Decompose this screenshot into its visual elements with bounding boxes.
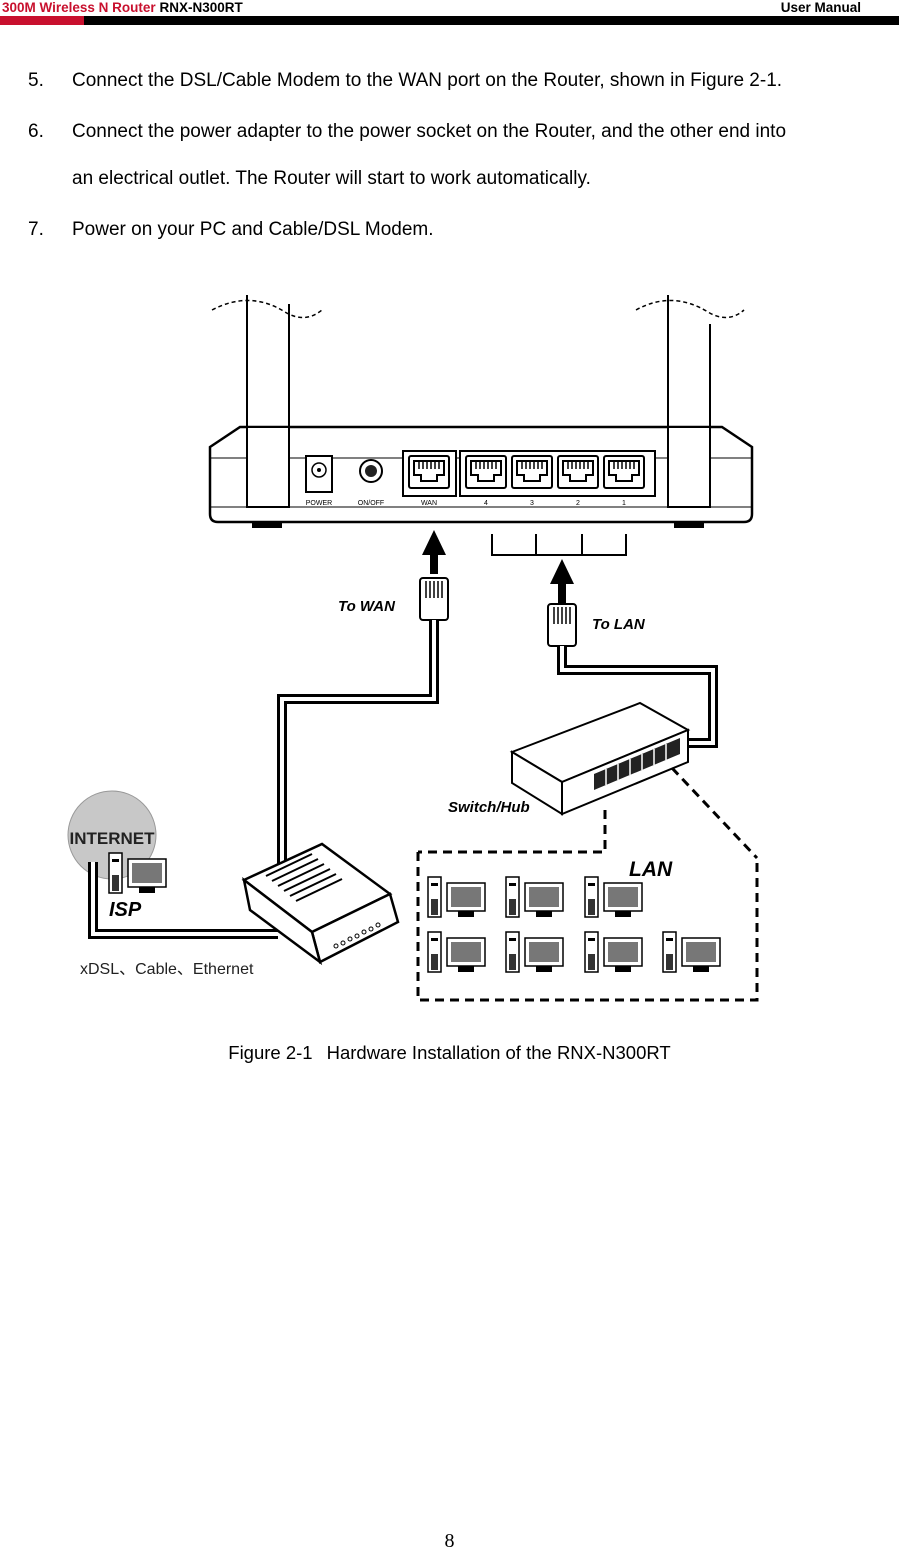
isp-label: ISP [109,899,142,921]
power-label: POWER [306,500,332,507]
step-text: an electrical outlet. The Router will st… [72,168,591,189]
step-text: Connect the DSL/Cable Modem to the WAN p… [72,70,783,91]
page-number: 8 [444,1530,455,1552]
wan-cable [277,620,439,874]
step-text: Connect the power adapter to the power s… [72,121,787,142]
step-number: 5. [28,70,44,91]
header-product: 300M Wireless N Router [2,0,156,15]
computer-icon [427,931,486,973]
lan1-label: 1 [622,500,626,507]
hardware-installation-diagram: POWER ON/OFF WAN 4 3 2 1 To WAN To LAN [67,295,759,1002]
lan-port-2 [557,455,599,489]
computer-icon [662,931,721,973]
wan-plug-icon [419,577,449,621]
wan-label: WAN [421,500,437,507]
header-doc-type: User Manual [780,0,861,15]
header-rule-accent [0,16,84,25]
computer-icon [584,876,643,918]
switch-hub [509,701,691,816]
lan4-label: 4 [484,500,488,507]
figure-number: Figure 2-1 [228,1042,313,1063]
computer-icon [427,876,486,918]
lan-port-3 [511,455,553,489]
wan-arrow-icon [422,530,446,574]
modem [241,842,400,966]
header-rule [84,16,899,25]
to-wan-label: To WAN [338,598,396,615]
header-title: 300M Wireless N Router RNX-N300RT [2,0,243,15]
isp-computer-icon [108,852,167,894]
lan-label: LAN [629,858,673,881]
lan-port-4 [465,455,507,489]
to-lan-label: To LAN [592,616,646,633]
lan-arrow-icon [550,559,574,603]
modem-types-label: xDSL、Cable、Ethernet [80,961,254,978]
lan-port-1 [603,455,645,489]
lan2-label: 2 [576,500,580,507]
step-number: 7. [28,219,44,240]
switch-hub-label: Switch/Hub [448,799,530,816]
internet-label: INTERNET [70,829,156,848]
lan-group [416,852,759,1002]
lan3-label: 3 [530,500,534,507]
step-number: 6. [28,121,44,142]
router: POWER ON/OFF WAN 4 3 2 1 [208,425,754,528]
header-model: RNX-N300RT [159,0,243,15]
figure-caption: Figure 2-1 Hardware Installation of the R… [0,1042,899,1064]
onoff-label: ON/OFF [358,500,384,507]
computer-icon [505,931,564,973]
lan-plug-icon [547,603,577,647]
page-header: 300M Wireless N Router RNX-N300RT User M… [0,0,899,26]
computer-icon [584,931,643,973]
figure-title: Hardware Installation of the RNX-N300RT [326,1042,671,1063]
step-text: Power on your PC and Cable/DSL Modem. [72,219,434,240]
wan-port [408,455,450,489]
computer-icon [505,876,564,918]
